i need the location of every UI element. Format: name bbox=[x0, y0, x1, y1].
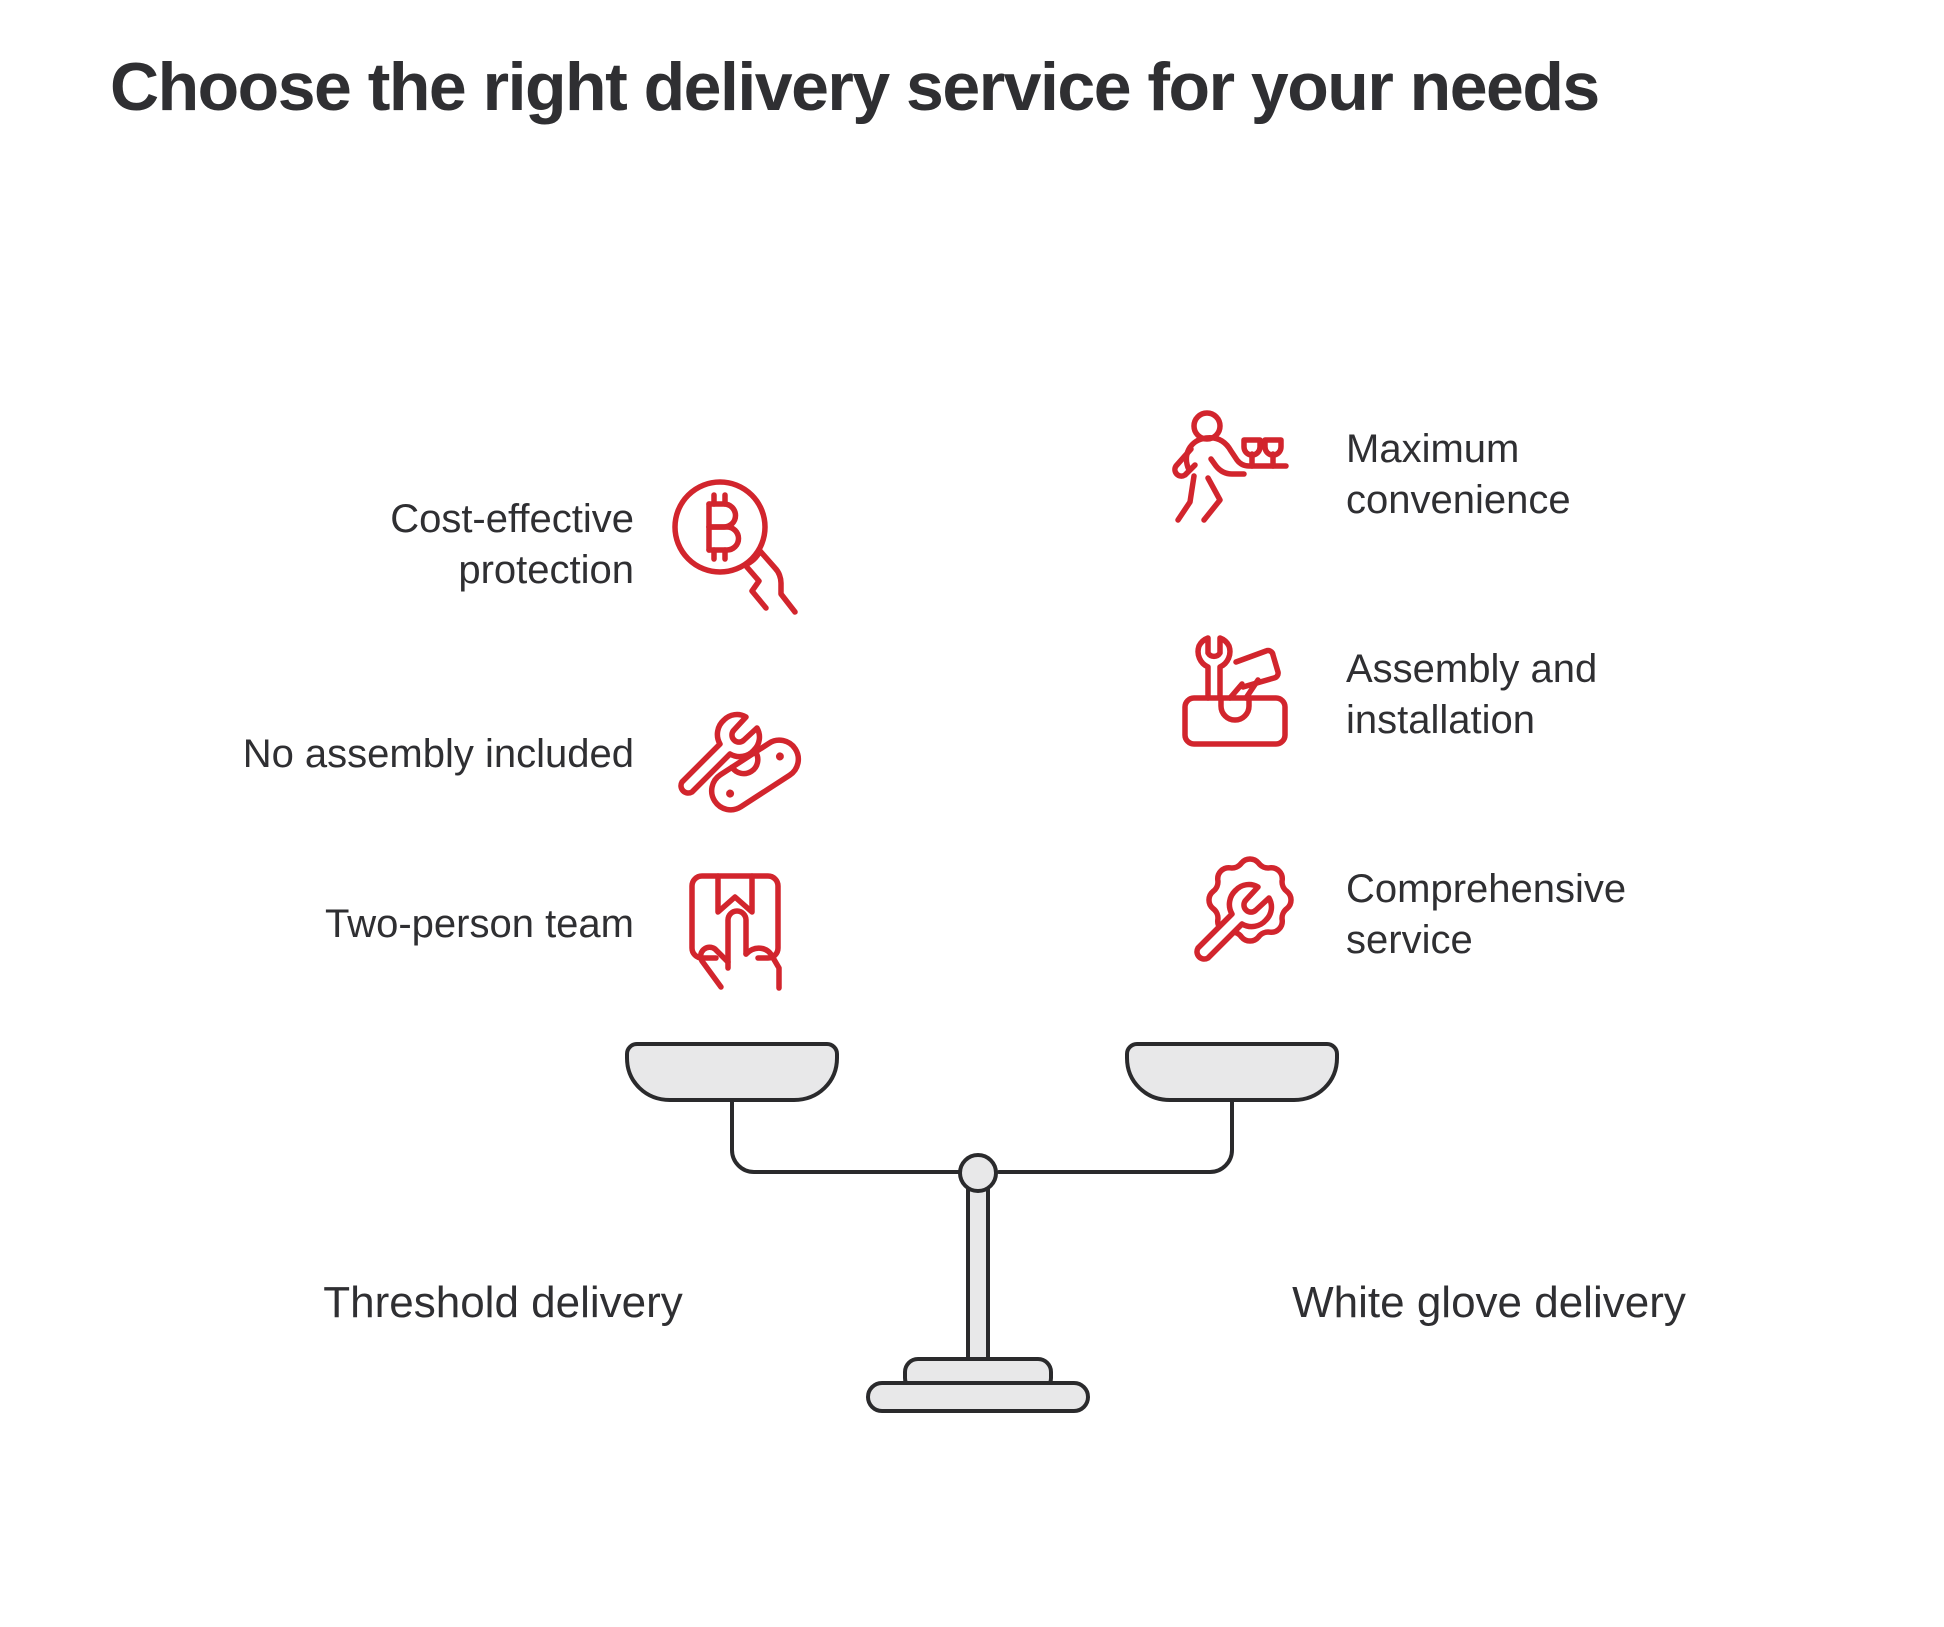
waiter-with-tray-icon bbox=[1160, 400, 1310, 550]
wrench-and-bracket-icon bbox=[660, 680, 810, 830]
balance-scale-graphic bbox=[625, 1042, 1339, 1413]
scale-left-pan bbox=[625, 1042, 839, 1102]
feature-row-cost-effective-protection: Cost-effective protection bbox=[150, 470, 810, 620]
feature-label: Assembly and installation bbox=[1346, 646, 1598, 742]
feature-label: Two-person team bbox=[324, 902, 634, 947]
feature-label: Maximum convenience bbox=[1346, 426, 1571, 522]
feature-row-two-person-team: Two-person team bbox=[150, 850, 810, 1000]
toolbox-icon bbox=[1160, 620, 1310, 770]
feature-row-maximum-convenience: Maximum convenience bbox=[1160, 400, 1880, 550]
gear-with-wrench-icon bbox=[1160, 840, 1310, 990]
side-label-threshold-delivery: Threshold delivery bbox=[323, 1278, 683, 1327]
feature-label: Cost-effective protection bbox=[390, 496, 634, 592]
page-title: Choose the right delivery service for yo… bbox=[110, 49, 1600, 125]
scale-pivot bbox=[958, 1153, 998, 1193]
scale-right-pan bbox=[1125, 1042, 1339, 1102]
feature-label: No assembly included bbox=[242, 732, 634, 777]
feature-label: Comprehensive service bbox=[1346, 866, 1627, 962]
side-label-white-glove-delivery: White glove delivery bbox=[1292, 1278, 1686, 1327]
coin-in-hand-icon bbox=[660, 470, 810, 620]
scale-base-lower bbox=[866, 1381, 1090, 1413]
feature-row-assembly-installation: Assembly and installation bbox=[1160, 620, 1880, 770]
package-handling-icon bbox=[660, 850, 810, 1000]
feature-row-comprehensive-service: Comprehensive service bbox=[1160, 840, 1880, 990]
feature-row-no-assembly: No assembly included bbox=[150, 680, 810, 830]
